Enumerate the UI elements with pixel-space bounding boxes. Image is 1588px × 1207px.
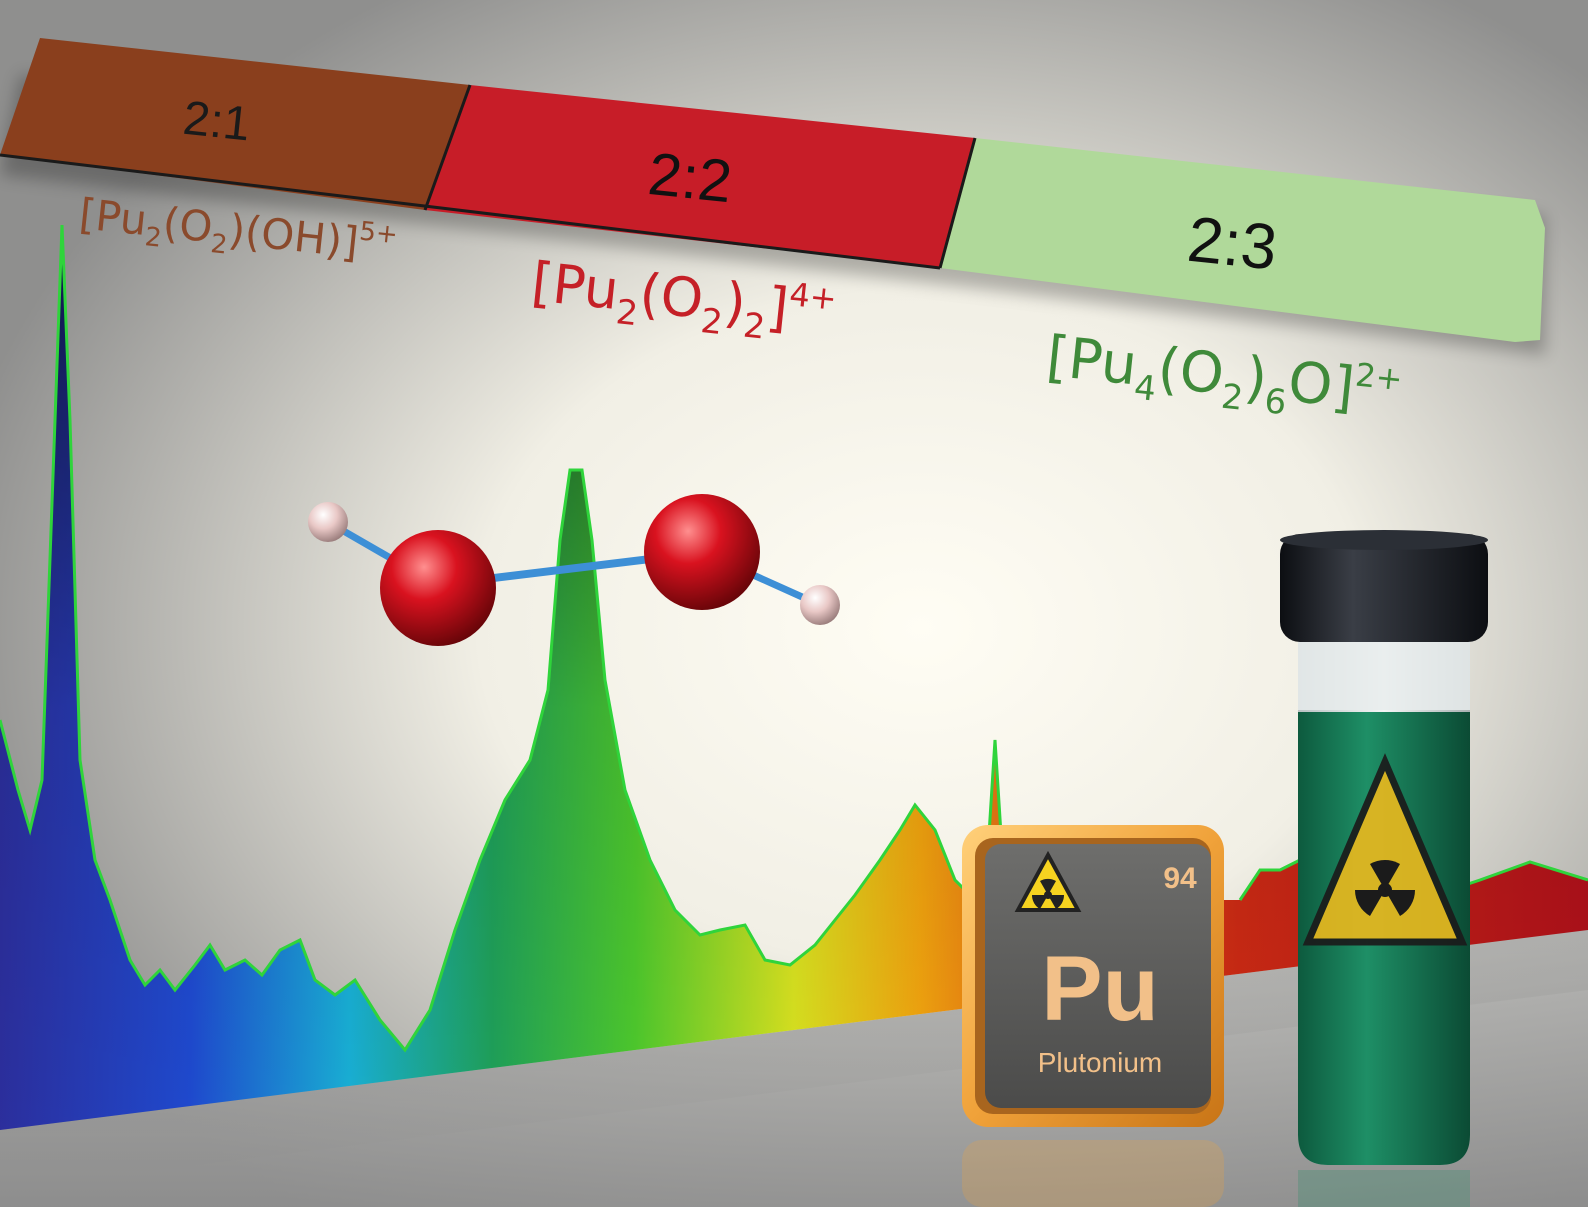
vial-headspace bbox=[1298, 640, 1470, 710]
ratio-segment-2-3 bbox=[940, 138, 1545, 342]
radiation-icon bbox=[1302, 753, 1468, 946]
atomic-number: 94 bbox=[1163, 862, 1197, 895]
ratio-bar: 2:1 2:2 2:3 bbox=[0, 38, 1545, 342]
species-formula-2-2: [Pu2(O2)2]4+ bbox=[528, 248, 839, 354]
floor-reflections bbox=[962, 1140, 1470, 1207]
element-name: Plutonium bbox=[1038, 1047, 1163, 1078]
molecule-icon bbox=[308, 494, 840, 646]
ratio-segment-2-1 bbox=[0, 38, 470, 210]
vial-cap-top bbox=[1280, 530, 1488, 550]
ratio-label-2-2: 2:2 bbox=[645, 140, 735, 215]
ratio-label-2-3: 2:3 bbox=[1184, 203, 1280, 284]
segment-divider bbox=[423, 84, 472, 211]
bar-bottom-edge bbox=[0, 153, 941, 270]
hydrogen-atom bbox=[800, 585, 840, 625]
vial-cap bbox=[1280, 534, 1488, 642]
segment-divider bbox=[938, 137, 977, 269]
radioactive-vial bbox=[1280, 530, 1488, 1165]
ratio-label-2-1: 2:1 bbox=[181, 92, 253, 152]
species-formula-2-3: [Pu4(O2)6O]2+ bbox=[1043, 323, 1405, 435]
element-tile: 94 Pu Plutonium bbox=[962, 825, 1224, 1127]
radiation-icon bbox=[1014, 850, 1082, 912]
oxygen-atom bbox=[380, 530, 496, 646]
hydrogen-atom bbox=[308, 502, 348, 542]
spectrum-outline bbox=[0, 224, 1017, 1053]
oxygen-atom bbox=[644, 494, 760, 610]
element-symbol: Pu bbox=[1041, 938, 1159, 1040]
